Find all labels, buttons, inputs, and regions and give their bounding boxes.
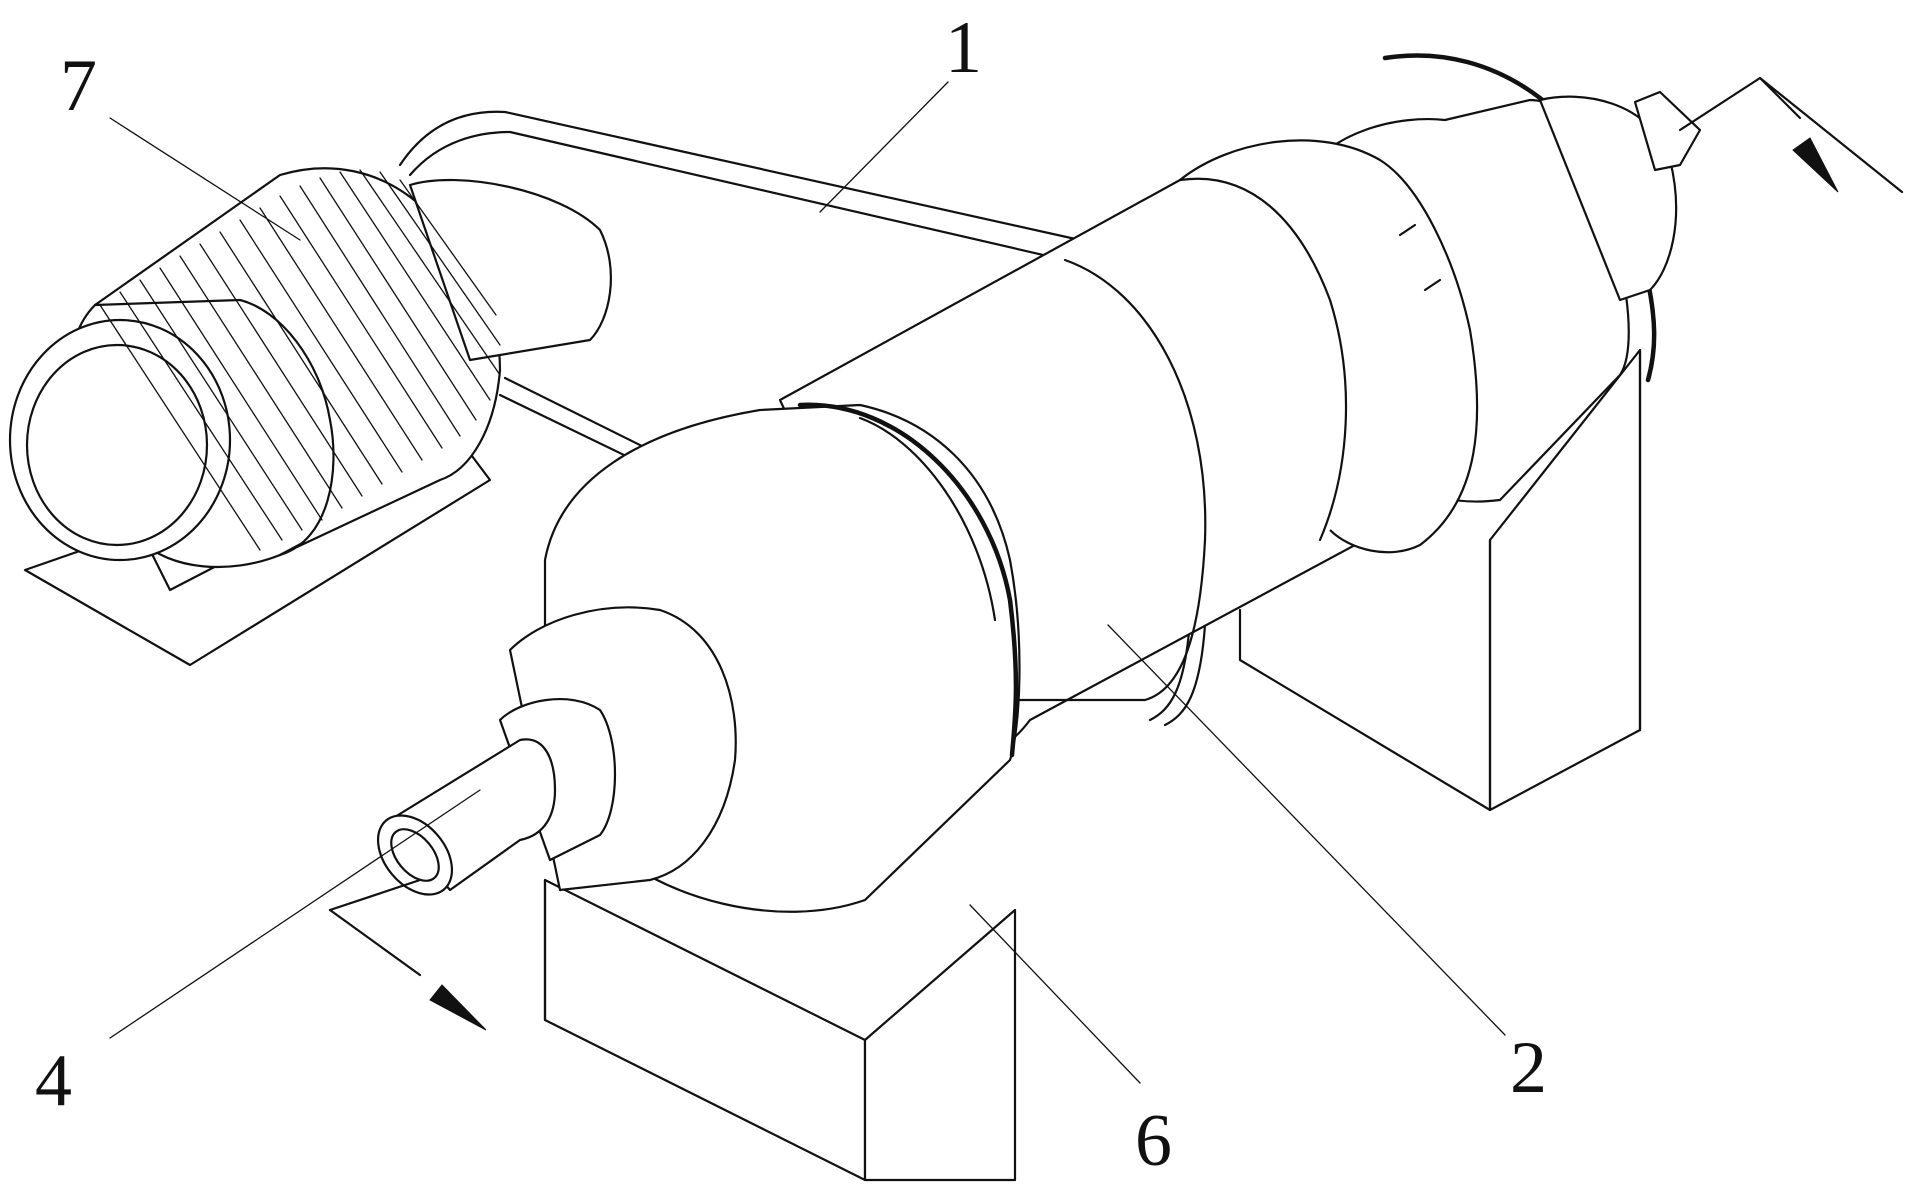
callout-6: 6 — [1135, 1100, 1172, 1182]
callout-2: 2 — [1510, 1027, 1547, 1109]
motor — [10, 168, 611, 665]
front-support-block — [545, 880, 1015, 1180]
callout-7: 7 — [60, 45, 97, 127]
callout-4: 4 — [35, 1040, 72, 1122]
callout-1: 1 — [945, 7, 982, 89]
